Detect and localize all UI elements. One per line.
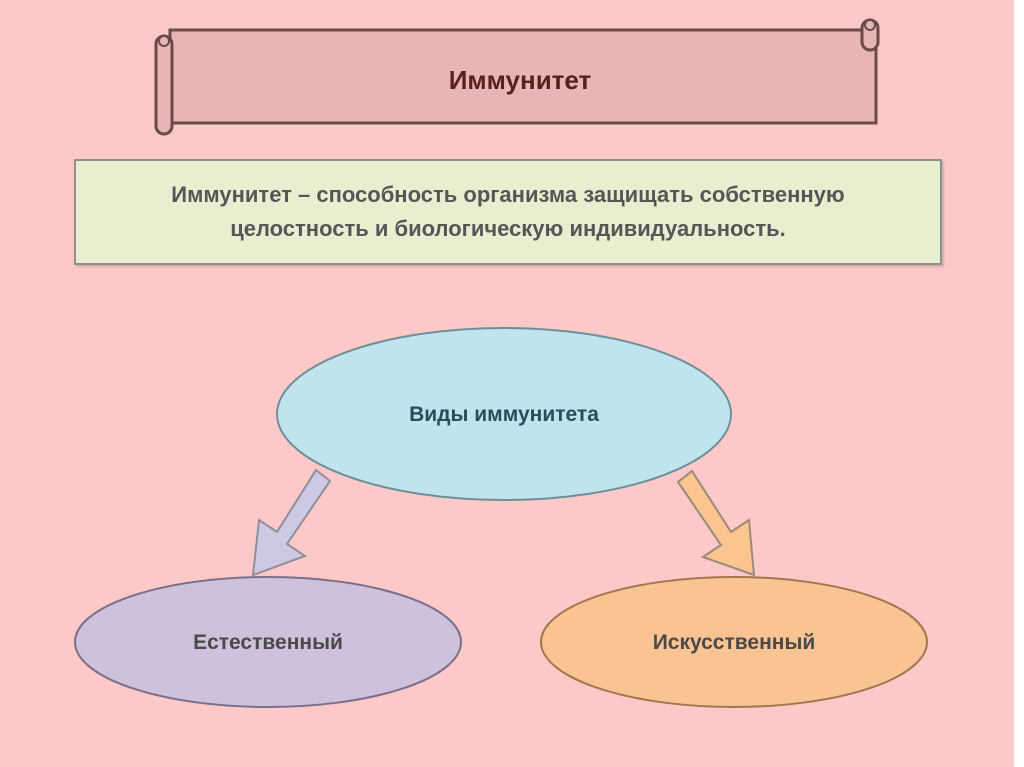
- scroll-left-roll: [154, 34, 174, 136]
- root-label: Виды иммунитета: [409, 403, 599, 426]
- title-scroll-banner: Иммунитет: [154, 18, 880, 136]
- natural-ellipse: [74, 576, 462, 708]
- artificial-label: Искусственный: [653, 631, 816, 654]
- arrow-to-artificial: [676, 469, 756, 577]
- scroll-left-curl: [158, 35, 170, 47]
- arrow-to-natural: [251, 468, 332, 577]
- definition-box: Иммунитет – способность организма защища…: [74, 159, 942, 265]
- root-node: Виды иммунитета: [276, 327, 732, 501]
- child-node-natural: Естественный: [74, 576, 462, 708]
- natural-label: Естественный: [193, 631, 343, 654]
- definition-line-1: Иммунитет – способность организма защища…: [171, 182, 845, 207]
- title-text: Иммунитет: [449, 65, 592, 95]
- root-ellipse: [276, 327, 732, 501]
- child-node-artificial: Искусственный: [540, 576, 928, 708]
- scroll-right-curl: [864, 19, 876, 31]
- arrow-left-shape: [251, 468, 332, 577]
- right-margin-strip: [1014, 0, 1024, 767]
- scroll-body: [168, 28, 878, 125]
- definition-line-2: целостность и биологическую индивидуальн…: [230, 216, 786, 241]
- arrow-right-shape: [676, 469, 756, 577]
- artificial-ellipse: [540, 576, 928, 708]
- definition-text: Иммунитет – способность организма защища…: [141, 178, 874, 246]
